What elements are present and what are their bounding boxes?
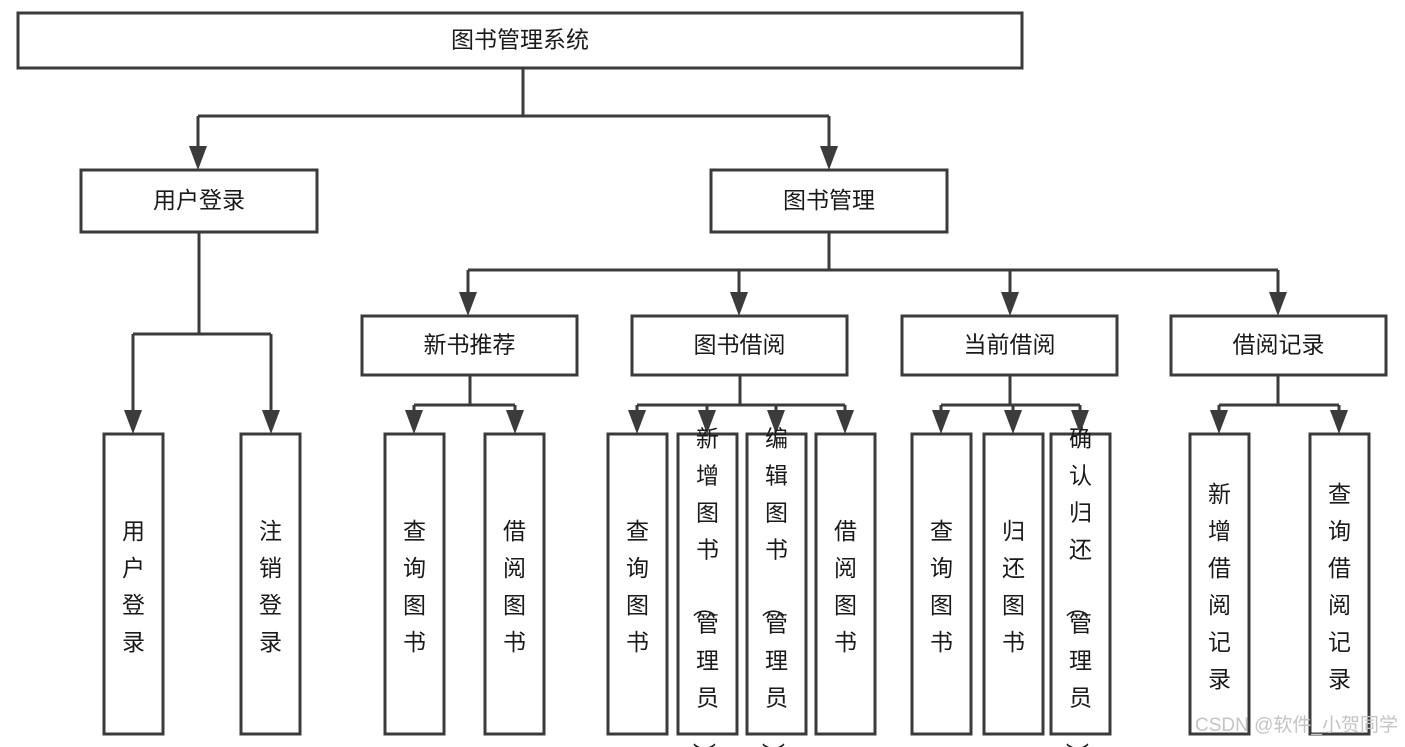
node-box-leaf-query-book-borrow[interactable] bbox=[606, 432, 669, 736]
node-leaf-user-login[interactable]: 用户登录 bbox=[102, 432, 165, 736]
node-label-root: 图书管理系统 bbox=[451, 27, 589, 53]
node-box-leaf-user-login[interactable] bbox=[102, 432, 165, 736]
node-box-leaf-query-book-current[interactable] bbox=[910, 432, 973, 736]
node-leaf-add-book[interactable]: 新增图书（管理员） bbox=[676, 425, 739, 747]
csdn-watermark: CSDN @软件_小贺同学 bbox=[1195, 714, 1398, 736]
connector-current-borrow-to-leaves bbox=[932, 375, 1089, 434]
arrow-head-icon bbox=[1330, 410, 1348, 434]
node-box-leaf-add-book[interactable] bbox=[676, 432, 739, 736]
node-box-leaf-confirm-return[interactable] bbox=[1049, 432, 1112, 736]
arrow-head-icon bbox=[767, 410, 785, 434]
connector-new-book-rec-to-leaves bbox=[405, 375, 524, 434]
arrow-head-icon bbox=[1071, 410, 1089, 434]
node-root[interactable]: 图书管理系统 bbox=[16, 11, 1024, 70]
arrow-head-icon bbox=[1210, 410, 1228, 434]
node-label-current-borrow: 当前借阅 bbox=[964, 332, 1056, 358]
node-user-login[interactable]: 用户登录 bbox=[79, 168, 319, 234]
node-leaf-confirm-return[interactable]: 确认归还（管理员） bbox=[1049, 425, 1112, 747]
node-box-leaf-return-book[interactable] bbox=[982, 432, 1045, 736]
node-leaf-edit-book[interactable]: 编辑图书（管理员） bbox=[745, 425, 808, 747]
arrow-head-icon bbox=[506, 410, 524, 434]
node-leaf-query-book-rec[interactable]: 查询图书 bbox=[383, 432, 446, 736]
node-box-borrow-record[interactable] bbox=[1169, 314, 1388, 377]
node-box-leaf-query-record[interactable] bbox=[1308, 432, 1371, 736]
node-current-borrow[interactable]: 当前借阅 bbox=[900, 314, 1119, 377]
node-label-leaf-confirm-return: 确认归还（管理员） bbox=[1064, 425, 1092, 747]
node-label-leaf-query-book-current: 查询图书 bbox=[930, 518, 953, 655]
node-label-user-login: 用户登录 bbox=[153, 187, 245, 213]
node-leaf-borrow-book-rec[interactable]: 借阅图书 bbox=[483, 432, 546, 736]
node-label-book-borrow: 图书借阅 bbox=[694, 332, 786, 358]
node-layer: 图书管理系统用户登录图书管理新书推荐图书借阅当前借阅借阅记录用户登录注销登录查询… bbox=[16, 11, 1388, 747]
node-box-book-manage[interactable] bbox=[709, 168, 949, 234]
node-box-root[interactable] bbox=[16, 11, 1024, 70]
node-box-new-book-rec[interactable] bbox=[360, 314, 579, 377]
node-leaf-query-book-current[interactable]: 查询图书 bbox=[910, 432, 973, 736]
arrow-head-icon bbox=[1004, 410, 1022, 434]
connector-user-login-to-leaves bbox=[124, 232, 280, 434]
arrow-head-icon bbox=[405, 410, 423, 434]
node-book-manage[interactable]: 图书管理 bbox=[709, 168, 949, 234]
node-leaf-query-record[interactable]: 查询借阅记录 bbox=[1308, 432, 1371, 736]
arrow-head-icon bbox=[628, 410, 646, 434]
node-leaf-logout[interactable]: 注销登录 bbox=[239, 432, 302, 736]
node-label-leaf-borrow-book-rec: 借阅图书 bbox=[503, 518, 526, 655]
node-label-new-book-rec: 新书推荐 bbox=[424, 332, 516, 358]
node-label-leaf-add-record: 新增借阅记录 bbox=[1208, 481, 1231, 692]
node-box-user-login[interactable] bbox=[79, 168, 319, 234]
node-new-book-rec[interactable]: 新书推荐 bbox=[360, 314, 579, 377]
node-book-borrow[interactable]: 图书借阅 bbox=[630, 314, 849, 377]
node-leaf-borrow-book[interactable]: 借阅图书 bbox=[814, 432, 877, 736]
node-box-leaf-borrow-book-rec[interactable] bbox=[483, 432, 546, 736]
node-label-book-manage: 图书管理 bbox=[783, 187, 875, 213]
connector-layer bbox=[124, 68, 1348, 434]
arrow-head-icon bbox=[932, 410, 950, 434]
node-borrow-record[interactable]: 借阅记录 bbox=[1169, 314, 1388, 377]
connector-root-to-level1 bbox=[189, 68, 838, 170]
node-label-leaf-query-book-borrow: 查询图书 bbox=[626, 518, 649, 655]
node-label-leaf-return-book: 归还图书 bbox=[1002, 518, 1025, 655]
node-label-leaf-query-book-rec: 查询图书 bbox=[403, 518, 426, 655]
arrow-head-icon bbox=[730, 292, 748, 316]
node-leaf-return-book[interactable]: 归还图书 bbox=[982, 432, 1045, 736]
node-box-leaf-logout[interactable] bbox=[239, 432, 302, 736]
connector-book-borrow-to-leaves bbox=[628, 375, 854, 434]
arrow-head-icon bbox=[820, 146, 838, 170]
node-box-leaf-add-record[interactable] bbox=[1188, 432, 1251, 736]
arrow-head-icon bbox=[124, 410, 142, 434]
node-label-leaf-edit-book: 编辑图书（管理员） bbox=[760, 425, 788, 747]
node-label-leaf-borrow-book: 借阅图书 bbox=[834, 518, 857, 655]
node-box-current-borrow[interactable] bbox=[900, 314, 1119, 377]
node-label-leaf-logout: 注销登录 bbox=[259, 518, 282, 655]
arrow-head-icon bbox=[698, 410, 716, 434]
arrow-head-icon bbox=[1269, 292, 1287, 316]
arrow-head-icon bbox=[1001, 292, 1019, 316]
node-label-borrow-record: 借阅记录 bbox=[1233, 332, 1325, 358]
node-box-leaf-edit-book[interactable] bbox=[745, 432, 808, 736]
node-leaf-query-book-borrow[interactable]: 查询图书 bbox=[606, 432, 669, 736]
arrow-head-icon bbox=[459, 292, 477, 316]
node-label-leaf-add-book: 新增图书（管理员） bbox=[691, 425, 719, 747]
arrow-head-icon bbox=[836, 410, 854, 434]
node-box-leaf-borrow-book[interactable] bbox=[814, 432, 877, 736]
connector-borrow-record-to-leaves bbox=[1210, 375, 1348, 434]
node-label-leaf-query-record: 查询借阅记录 bbox=[1328, 481, 1351, 692]
node-box-book-borrow[interactable] bbox=[630, 314, 849, 377]
node-box-leaf-query-book-rec[interactable] bbox=[383, 432, 446, 736]
node-label-leaf-user-login: 用户登录 bbox=[122, 518, 145, 655]
arrow-head-icon bbox=[262, 410, 280, 434]
connector-book-manage-to-level2 bbox=[459, 232, 1287, 316]
node-leaf-add-record[interactable]: 新增借阅记录 bbox=[1188, 432, 1251, 736]
arrow-head-icon bbox=[189, 146, 207, 170]
